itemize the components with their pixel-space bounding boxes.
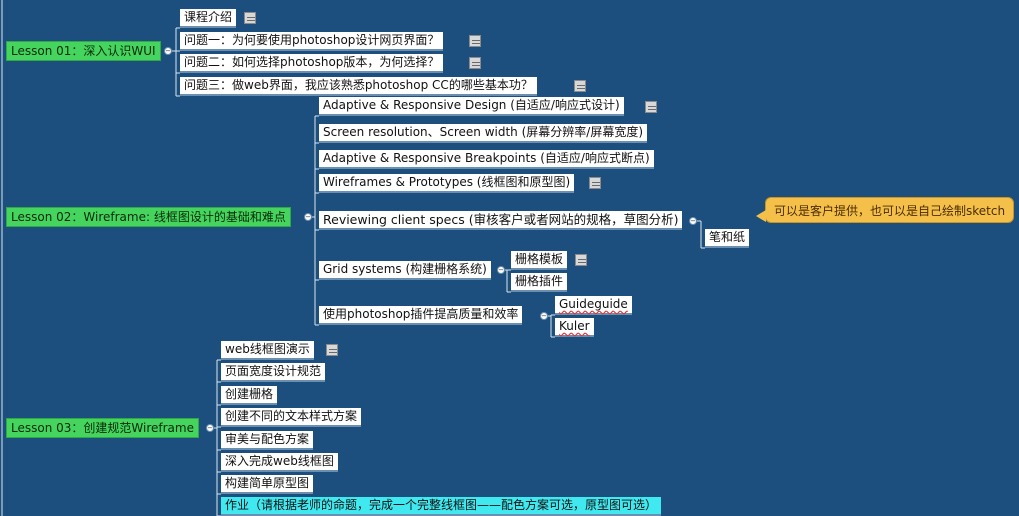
lesson-01-item[interactable]: 问题二：如何选择photoshop版本，为何选择？ bbox=[180, 54, 444, 73]
note-icon[interactable] bbox=[244, 12, 256, 24]
lesson-02-item[interactable]: Adaptive & Responsive Breakpoints (自适应/响… bbox=[319, 150, 654, 169]
plugin-child-node[interactable]: Kuler bbox=[555, 318, 594, 337]
collapse-toggle-icon[interactable]: − bbox=[206, 424, 214, 432]
lesson-03-item[interactable]: 创建栅格 bbox=[221, 386, 278, 405]
lesson-03-item[interactable]: 构建简单原型图 bbox=[221, 475, 314, 494]
note-icon[interactable] bbox=[469, 35, 481, 47]
lesson-01-node[interactable]: Lesson 01：深入认识WUI bbox=[6, 41, 161, 61]
collapse-toggle-icon[interactable]: − bbox=[497, 266, 505, 274]
lesson-01-item[interactable]: 问题一：为何要使用photoshop设计网页界面？ bbox=[180, 32, 444, 51]
note-icon[interactable] bbox=[326, 344, 338, 356]
lesson-02-item[interactable]: Wireframes & Prototypes (线框图和原型图) bbox=[319, 174, 575, 193]
collapse-toggle-icon[interactable]: − bbox=[304, 213, 312, 221]
grid-child-node[interactable]: 栅格模板 bbox=[511, 251, 568, 270]
lesson-03-item[interactable]: 创建不同的文本样式方案 bbox=[221, 408, 362, 427]
collapse-toggle-icon[interactable]: − bbox=[689, 217, 697, 225]
plugin-child-node[interactable]: Guideguide bbox=[555, 296, 632, 315]
lesson-03-item[interactable]: 深入完成web线框图 bbox=[221, 453, 338, 472]
grid-child-node[interactable]: 栅格插件 bbox=[511, 273, 568, 292]
lesson-03-item[interactable]: 页面宽度设计规范 bbox=[221, 363, 326, 382]
lesson-01-item[interactable]: 问题三：做web界面，我应该熟悉photoshop CC的哪些基本功？ bbox=[180, 77, 537, 96]
sketch-child-node[interactable]: 笔和纸 bbox=[705, 229, 750, 248]
lesson-03-node[interactable]: Lesson 03：创建规范Wireframe bbox=[6, 418, 199, 438]
lesson-03-item[interactable]: web线框图演示 bbox=[221, 341, 314, 360]
note-icon[interactable] bbox=[469, 57, 481, 69]
note-icon[interactable] bbox=[574, 80, 586, 92]
lesson-02-item[interactable]: Reviewing client specs (审核客户或者网站的规格，草图分析… bbox=[319, 211, 683, 230]
collapse-toggle-icon[interactable]: − bbox=[164, 47, 172, 55]
lesson-02-item[interactable]: 使用photoshop插件提高质量和效率 bbox=[319, 306, 523, 325]
lesson-01-item[interactable]: 课程介绍 bbox=[180, 9, 237, 28]
note-icon[interactable] bbox=[575, 254, 587, 266]
lesson-02-item[interactable]: Grid systems (构建栅格系统) bbox=[319, 261, 491, 280]
note-callout: 可以是客户提供，也可以是自己绘制sketch bbox=[755, 197, 1015, 223]
note-icon[interactable] bbox=[589, 177, 601, 189]
lesson-03-item-highlighted[interactable]: 作业（请根据老师的命题，完成一个完整线框图——配色方案可选，原型图可选） bbox=[221, 497, 662, 516]
collapse-toggle-icon[interactable]: − bbox=[540, 312, 548, 320]
lesson-02-item[interactable]: Screen resolution、Screen width (屏幕分辨率/屏幕… bbox=[319, 124, 648, 143]
note-icon[interactable] bbox=[645, 101, 657, 113]
lesson-02-item[interactable]: Adaptive & Responsive Design (自适应/响应式设计) bbox=[319, 97, 624, 116]
lesson-02-node[interactable]: Lesson 02：Wireframe: 线框图设计的基础和难点 bbox=[6, 207, 291, 227]
lesson-03-item[interactable]: 审美与配色方案 bbox=[221, 431, 314, 450]
